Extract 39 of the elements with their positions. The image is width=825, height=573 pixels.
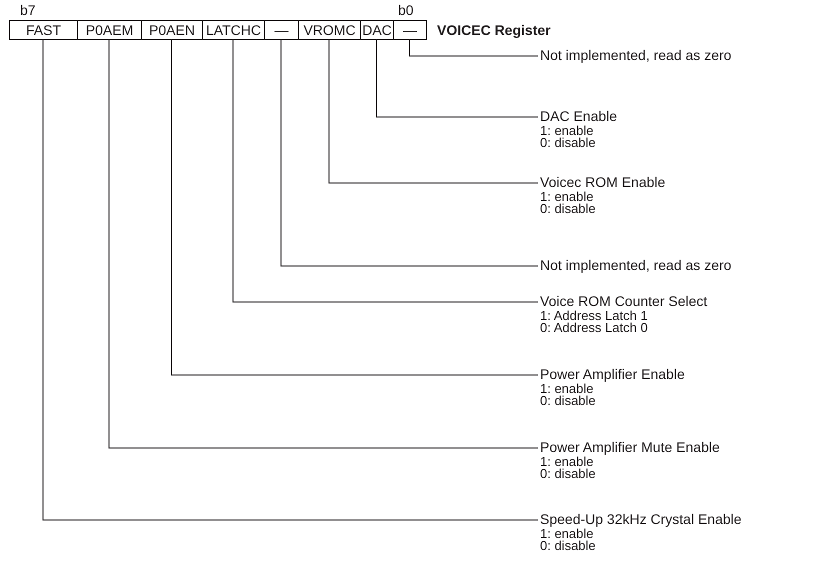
leader-line — [108, 40, 538, 448]
bit-description: Voicec ROM Enable — [540, 174, 666, 191]
bit-cell: P0AEN — [141, 20, 203, 40]
bit-cell: DAC — [360, 20, 394, 40]
bit-value-text: 0: disable — [540, 395, 597, 407]
bit-value-text: 1: enable — [540, 456, 594, 468]
register-name: VOICEC Register — [437, 22, 551, 38]
bit-cell: — — [264, 20, 299, 40]
leader-line — [42, 40, 538, 520]
bit-description: Not implemented, read as zero — [540, 47, 732, 64]
bit-value-text: 0: disable — [540, 468, 597, 480]
bit-number: b7 — [20, 2, 36, 18]
bit-value-text: 1: enable — [540, 383, 594, 395]
bit-description: Not implemented, read as zero — [540, 257, 732, 274]
bit-value-text: 1: Address Latch 1 — [540, 310, 649, 322]
bit-cell: — — [393, 20, 427, 40]
bit-value-text: 0: disable — [540, 540, 597, 552]
leader-line — [376, 40, 538, 118]
bit-description: Power Amplifier Enable — [540, 366, 685, 383]
bit-cell: FAST — [9, 20, 78, 40]
bit-cell: LATCHC — [202, 20, 265, 40]
leader-line — [409, 40, 538, 56]
leader-line — [232, 40, 538, 302]
bit-description: DAC Enable — [540, 108, 618, 125]
leader-line — [328, 40, 538, 184]
bit-number: b0 — [398, 2, 414, 18]
bit-cell: P0AEM — [77, 20, 142, 40]
bit-value-text: 0: disable — [540, 137, 597, 149]
bit-description: Voice ROM Counter Select — [540, 293, 708, 310]
bit-cell: VROMC — [298, 20, 361, 40]
bit-description: Power Amplifier Mute Enable — [540, 439, 720, 456]
bit-value-text: 0: Address Latch 0 — [540, 322, 649, 334]
bit-value-text: 1: enable — [540, 528, 594, 540]
bit-value-text: 0: disable — [540, 203, 597, 215]
leader-line — [171, 40, 538, 376]
leader-line — [280, 40, 538, 266]
bit-value-text: 1: enable — [540, 191, 594, 203]
bit-description: Speed-Up 32kHz Crystal Enable — [540, 511, 742, 528]
bit-value-text: 1: enable — [540, 125, 594, 137]
